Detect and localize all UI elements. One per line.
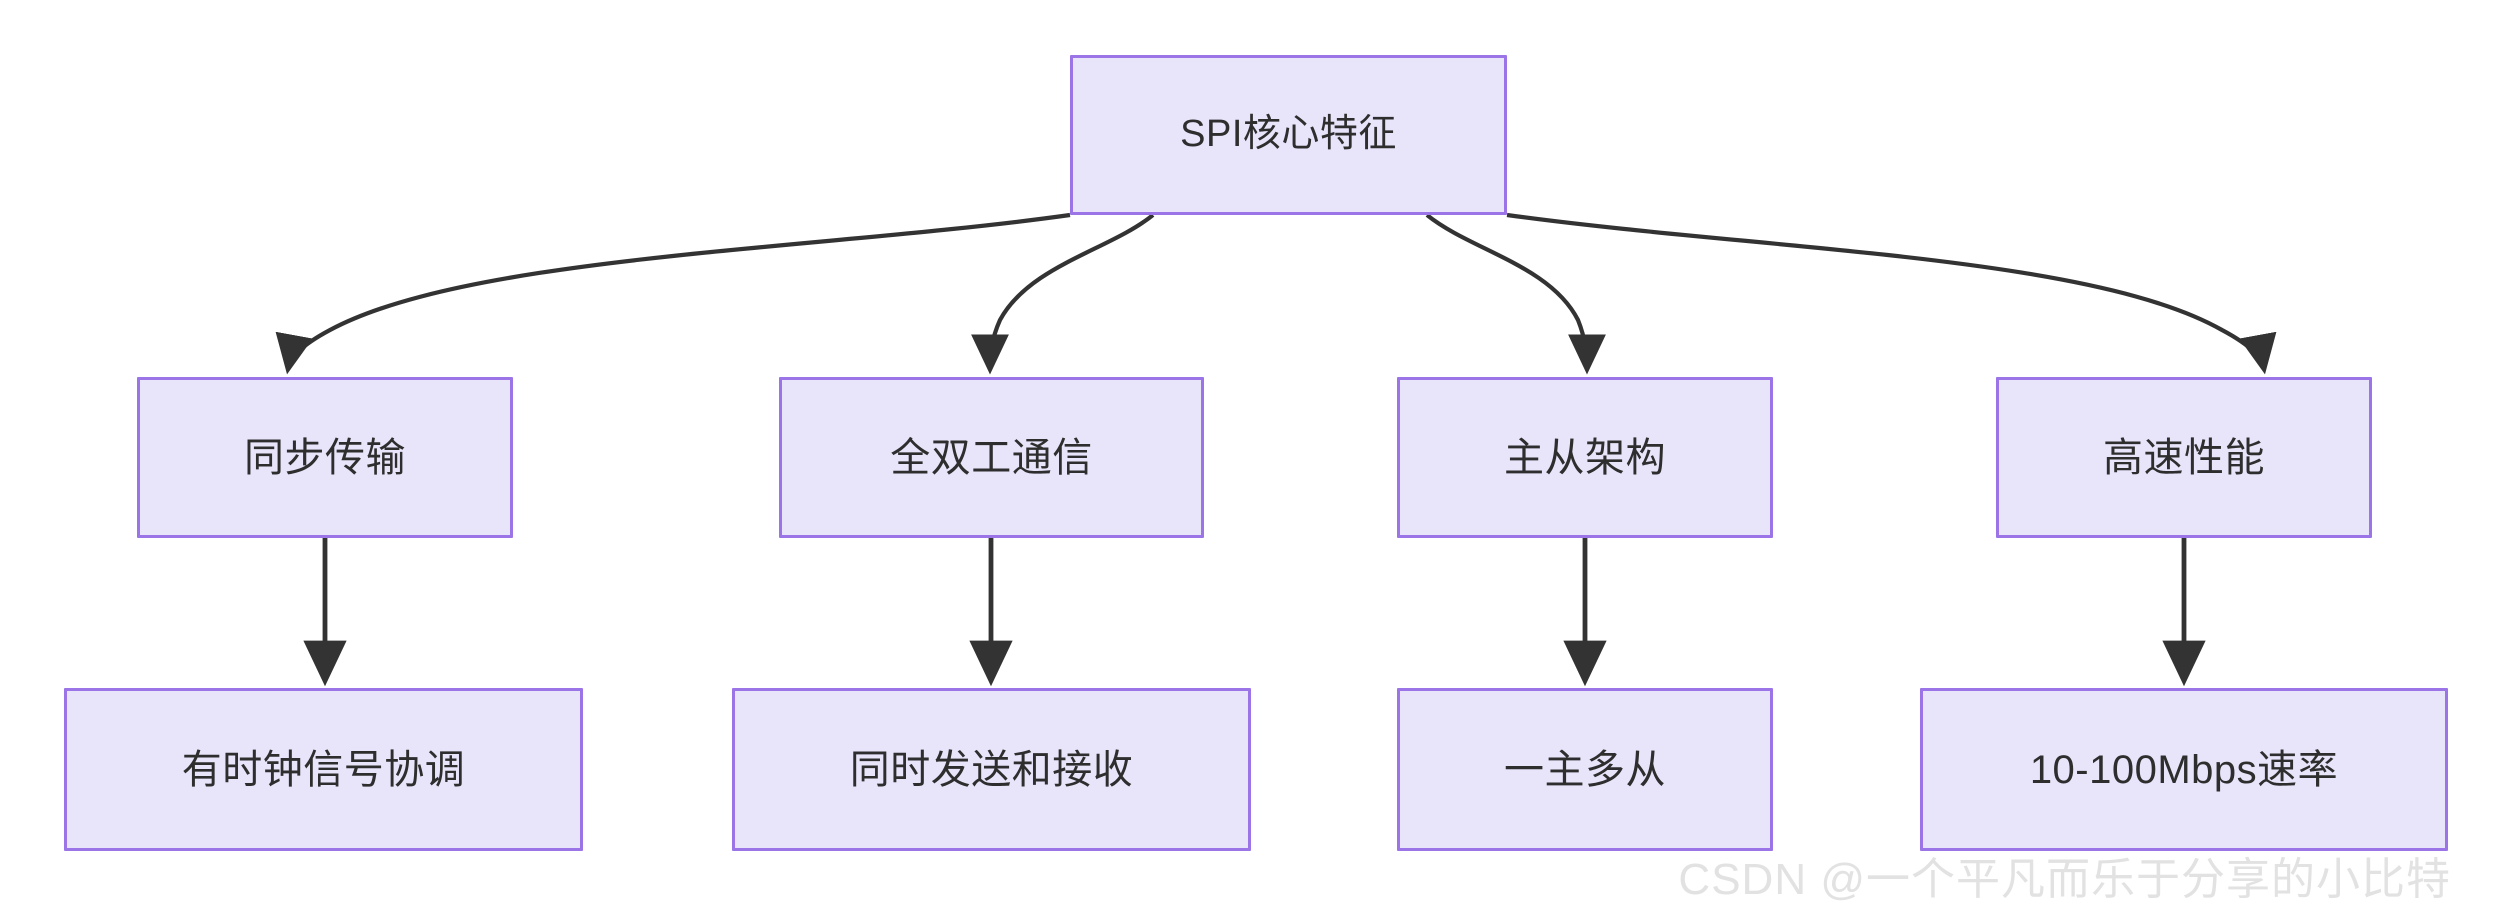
node-label: 同步传输 [244,435,406,480]
node-label: 主从架构 [1504,435,1666,480]
node-clock-signal-coordination[interactable]: 有时钟信号协调 [64,688,583,851]
edge-root-to-mid3 [1425,213,1606,375]
node-speed-range[interactable]: 10-100Mbps速率 [1920,688,2448,851]
node-label: 有时钟信号协调 [181,747,466,792]
node-label: 全双工通信 [890,435,1093,480]
node-label: 一主多从 [1504,747,1666,792]
node-label: 同时发送和接收 [849,747,1134,792]
node-spi-core-features[interactable]: SPI核心特征 [1070,55,1507,215]
node-master-slave-architecture[interactable]: 主从架构 [1397,377,1773,538]
node-label: SPI核心特征 [1180,113,1397,156]
edge-root-to-mid1 [275,212,1071,375]
edge-root-to-mid4 [1506,212,2277,375]
node-label: 10-100Mbps速率 [2029,747,2339,792]
csdn-watermark: CSDN @一个平凡而乐于分享的小比特 [1678,855,2451,904]
node-high-speed-performance[interactable]: 高速性能 [1996,377,2372,538]
node-synchronous-transmission[interactable]: 同步传输 [137,377,513,538]
node-label: 高速性能 [2103,435,2265,480]
node-one-master-many-slaves[interactable]: 一主多从 [1397,688,1773,851]
node-full-duplex-communication[interactable]: 全双工通信 [779,377,1204,538]
node-simultaneous-send-receive[interactable]: 同时发送和接收 [732,688,1251,851]
edge-root-to-mid2 [971,213,1155,375]
